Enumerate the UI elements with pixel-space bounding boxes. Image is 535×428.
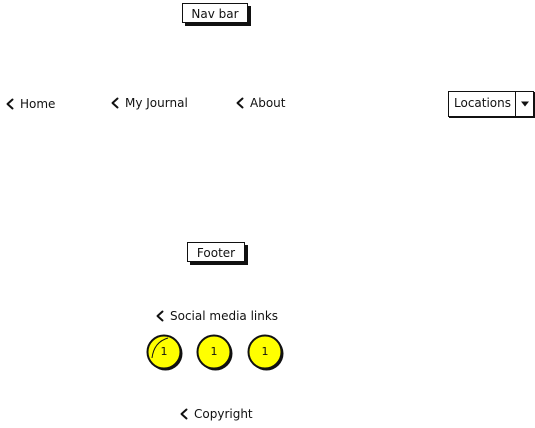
social-icon-3[interactable]: 1 [247,334,285,372]
chevron-left-icon [5,98,15,110]
footer-label: Footer [187,242,245,262]
nav-link-about-label: About [250,96,286,110]
nav-bar-label: Nav bar [182,3,248,23]
chevron-left-icon [235,97,245,109]
nav-link-about[interactable]: About [235,95,285,111]
social-icon-2-text: 1 [210,345,218,358]
footer-label-text: Footer [196,246,236,260]
nav-link-home[interactable]: Home [5,96,55,112]
chevron-left-icon [155,310,165,322]
nav-link-my-journal-label: My Journal [125,96,188,110]
social-icon-3-text: 1 [261,345,269,358]
social-icon-2[interactable]: 1 [196,334,234,372]
locations-dropdown[interactable]: Locations [448,91,534,117]
chevron-left-icon [110,97,120,109]
caret-down-icon[interactable] [515,92,533,116]
social-icon-1[interactable]: 1 [146,334,184,372]
social-media-links-label[interactable]: Social media links [155,308,278,324]
locations-dropdown-value: Locations [454,96,512,110]
chevron-left-icon [179,408,189,420]
social-media-links-text: Social media links [170,309,279,323]
social-icon-1-text: 1 [160,345,168,358]
copyright-link[interactable]: Copyright [179,406,253,422]
copyright-text: Copyright [194,407,253,421]
nav-bar-label-text: Nav bar [191,7,239,21]
nav-link-my-journal[interactable]: My Journal [110,95,188,111]
nav-link-home-label: Home [20,97,56,111]
